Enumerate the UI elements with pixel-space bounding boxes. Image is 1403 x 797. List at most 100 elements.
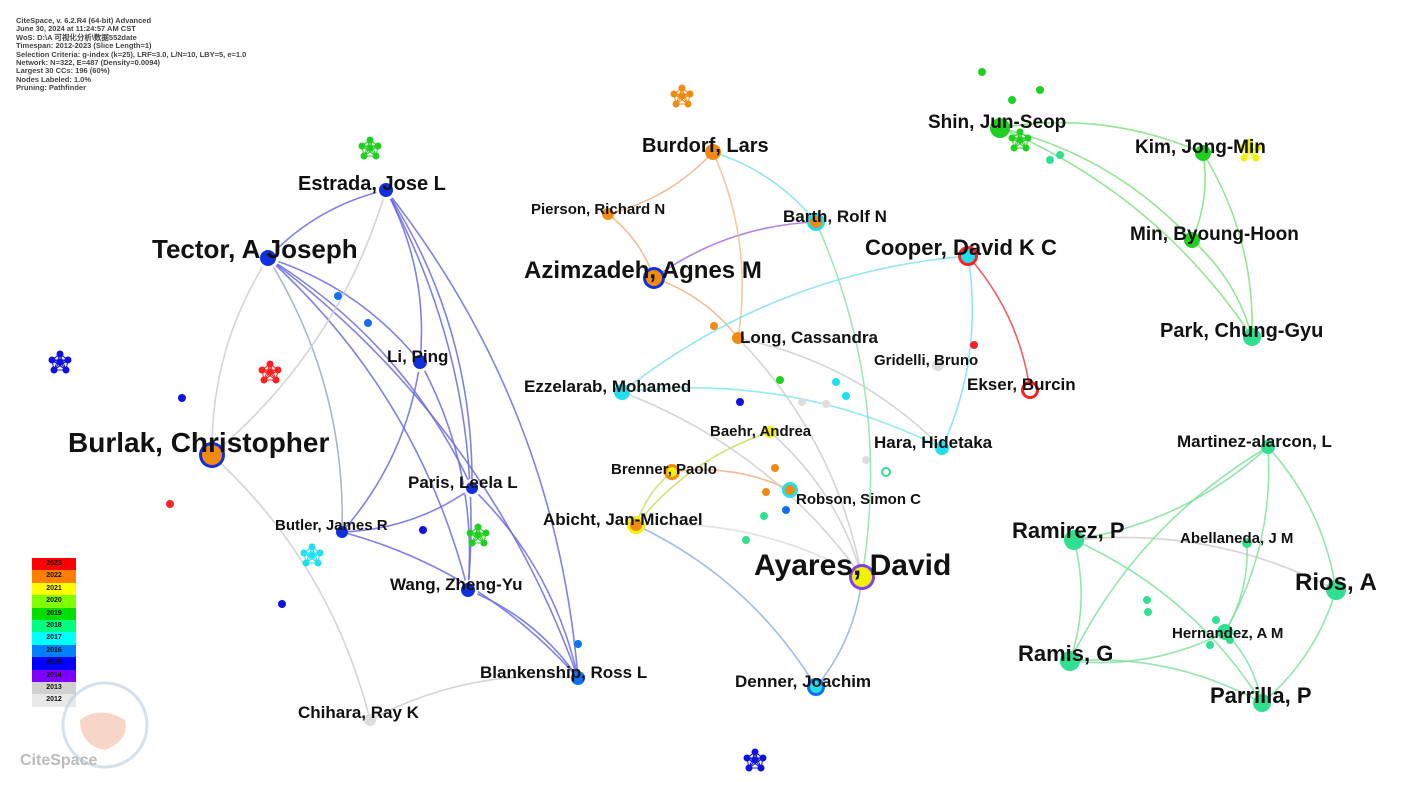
author-node[interactable] — [1217, 624, 1233, 640]
minor-node[interactable] — [314, 559, 322, 567]
author-label[interactable]: Park, Chung-Gyu — [1160, 320, 1323, 342]
minor-node[interactable] — [742, 536, 750, 544]
author-node[interactable] — [990, 118, 1010, 138]
minor-node[interactable] — [480, 539, 488, 547]
minor-node[interactable] — [50, 366, 58, 374]
minor-node[interactable] — [1206, 641, 1214, 649]
minor-node[interactable] — [474, 523, 482, 531]
minor-node[interactable] — [678, 84, 686, 92]
minor-node[interactable] — [334, 292, 342, 300]
minor-node[interactable] — [308, 551, 316, 559]
minor-node[interactable] — [678, 92, 686, 100]
author-label[interactable]: Long, Cassandra — [740, 328, 878, 347]
author-label[interactable]: Estrada, Jose L — [298, 173, 446, 195]
minor-node[interactable] — [1008, 96, 1016, 104]
minor-node[interactable] — [771, 464, 779, 472]
minor-node[interactable] — [1143, 596, 1151, 604]
author-node[interactable] — [1024, 384, 1036, 396]
author-label[interactable]: Gridelli, Bruno — [874, 352, 978, 369]
minor-node[interactable] — [759, 754, 767, 762]
author-label[interactable]: Hernandez, A M — [1172, 625, 1283, 642]
minor-node[interactable] — [302, 559, 310, 567]
author-label[interactable]: Burlak, Christopher — [68, 427, 329, 458]
minor-node[interactable] — [258, 366, 266, 374]
author-label[interactable]: Barth, Rolf N — [783, 207, 887, 226]
minor-node[interactable] — [364, 319, 372, 327]
minor-node[interactable] — [1238, 144, 1246, 152]
author-label[interactable]: Paris, Leela L — [408, 473, 518, 492]
minor-node[interactable] — [684, 100, 692, 108]
author-node[interactable] — [810, 216, 822, 228]
author-node[interactable] — [630, 519, 642, 531]
minor-node[interactable] — [62, 366, 70, 374]
author-label[interactable]: Abicht, Jan-Michael — [543, 510, 703, 529]
minor-node[interactable] — [1246, 138, 1254, 146]
author-node[interactable] — [1242, 538, 1252, 548]
author-label[interactable]: Butler, James R — [275, 517, 388, 534]
author-node[interactable] — [1253, 694, 1271, 712]
author-node[interactable] — [810, 681, 822, 693]
minor-node[interactable] — [274, 366, 282, 374]
minor-node[interactable] — [372, 152, 380, 160]
minor-node[interactable] — [745, 764, 753, 772]
author-node[interactable] — [1195, 145, 1211, 161]
minor-node[interactable] — [760, 512, 768, 520]
minor-node[interactable] — [757, 764, 765, 772]
author-node[interactable] — [1184, 232, 1200, 248]
minor-node[interactable] — [751, 756, 759, 764]
minor-node[interactable] — [710, 322, 718, 330]
minor-node[interactable] — [686, 90, 694, 98]
author-node[interactable] — [667, 467, 677, 477]
author-node[interactable] — [852, 567, 872, 587]
author-node[interactable] — [614, 384, 630, 400]
author-node[interactable] — [646, 270, 662, 286]
minor-node[interactable] — [300, 549, 308, 557]
author-label[interactable]: Pierson, Richard N — [531, 201, 665, 218]
minor-node[interactable] — [762, 488, 770, 496]
minor-node[interactable] — [1252, 154, 1260, 162]
minor-node[interactable] — [278, 600, 286, 608]
author-node[interactable] — [1243, 328, 1261, 346]
minor-node[interactable] — [1254, 144, 1262, 152]
minor-node[interactable] — [56, 358, 64, 366]
minor-node[interactable] — [374, 142, 382, 150]
author-node[interactable] — [202, 445, 222, 465]
author-node[interactable] — [466, 482, 478, 494]
minor-node[interactable] — [272, 376, 280, 384]
minor-node[interactable] — [574, 640, 582, 648]
author-label[interactable]: Baehr, Andrea — [710, 423, 812, 440]
minor-node[interactable] — [366, 144, 374, 152]
author-label[interactable]: Ekser, Burcin — [967, 375, 1076, 394]
minor-node[interactable] — [178, 394, 186, 402]
minor-node[interactable] — [1144, 608, 1152, 616]
minor-node[interactable] — [1212, 616, 1220, 624]
minor-node[interactable] — [366, 136, 374, 144]
minor-node[interactable] — [736, 398, 744, 406]
minor-node[interactable] — [978, 68, 986, 76]
author-label[interactable]: Chihara, Ray K — [298, 703, 420, 722]
minor-node[interactable] — [842, 392, 850, 400]
minor-node[interactable] — [360, 152, 368, 160]
author-node[interactable] — [705, 144, 721, 160]
author-label[interactable]: Cooper, David K C — [865, 235, 1057, 260]
author-node[interactable] — [1060, 651, 1080, 671]
minor-node[interactable] — [862, 456, 870, 464]
author-node[interactable] — [732, 332, 744, 344]
minor-node[interactable] — [266, 368, 274, 376]
minor-node[interactable] — [48, 356, 56, 364]
author-label[interactable]: Abellaneda, J M — [1180, 530, 1293, 547]
minor-node[interactable] — [56, 350, 64, 358]
minor-node[interactable] — [751, 748, 759, 756]
author-node[interactable] — [336, 526, 348, 538]
author-node[interactable] — [364, 714, 376, 726]
author-label[interactable]: Blankenship, Ross L — [480, 663, 647, 682]
minor-node[interactable] — [670, 90, 678, 98]
minor-node[interactable] — [64, 356, 72, 364]
minor-node[interactable] — [308, 543, 316, 551]
author-label[interactable]: Li, Ping — [387, 347, 448, 366]
minor-node[interactable] — [1022, 144, 1030, 152]
author-node[interactable] — [1064, 530, 1084, 550]
author-label[interactable]: Hara, Hidetaka — [874, 433, 993, 452]
minor-node[interactable] — [970, 341, 978, 349]
